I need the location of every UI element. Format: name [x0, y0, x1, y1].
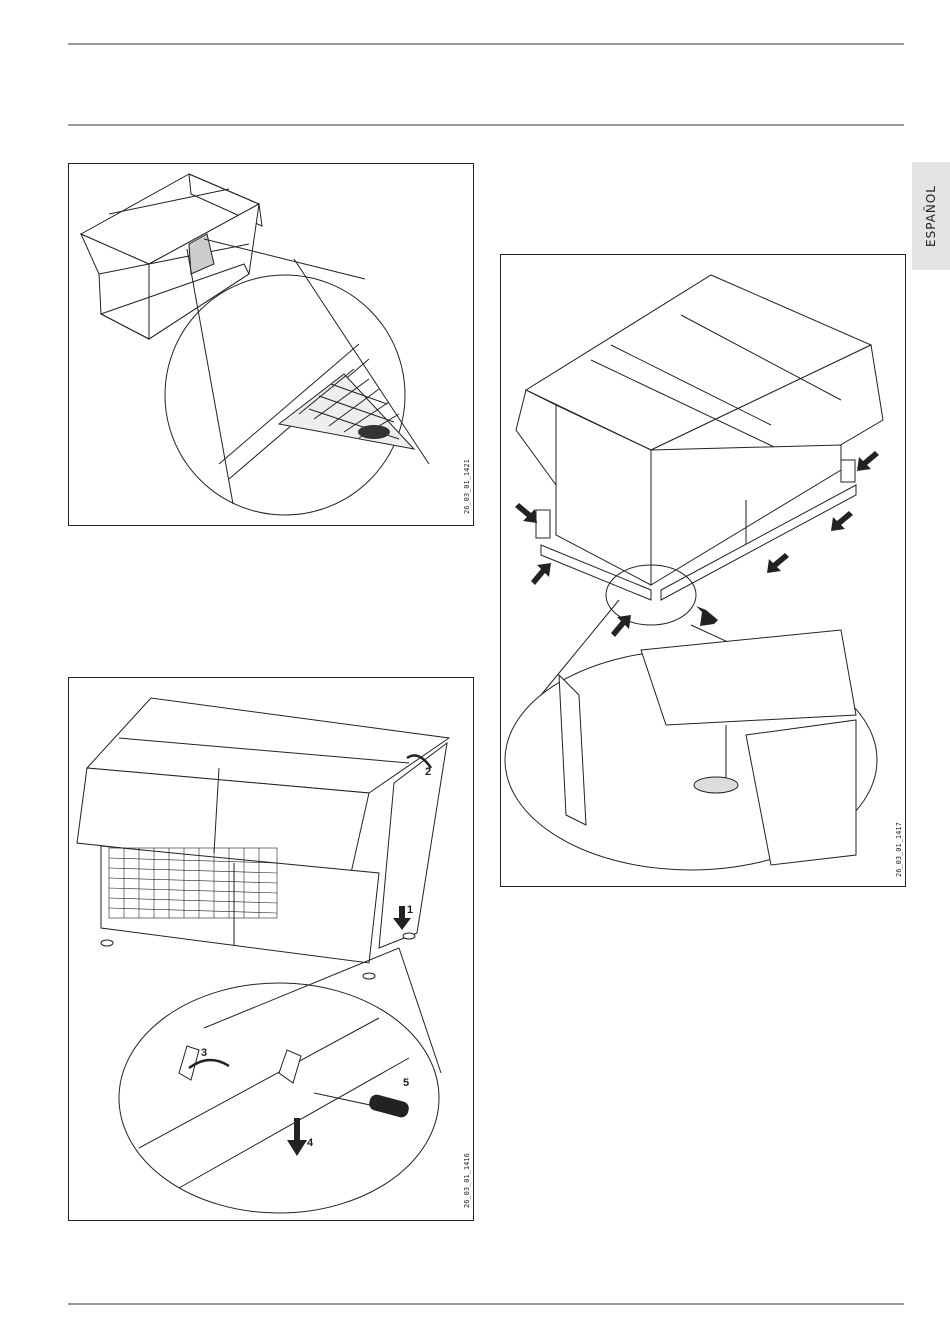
figure-1417-code: 26_03_01_1417: [895, 822, 903, 877]
figure-1417-drawing: [501, 255, 905, 886]
language-tab-label: ESPAÑOL: [924, 185, 938, 247]
footer-rule: [68, 1303, 904, 1305]
header-rule-top: [68, 43, 904, 45]
figure-1421-code: 26_03_01_1421: [463, 459, 471, 514]
figure-1421: 26_03_01_1421: [68, 163, 474, 526]
figure-1421-drawing: [69, 164, 473, 525]
callout-5: 5: [403, 1077, 409, 1089]
figure-1417: 26_03_01_1417: [500, 254, 906, 887]
callout-1: 1: [407, 904, 413, 916]
header-rule-bottom: [68, 124, 904, 126]
figure-1416: 1 2 3 4 5 26_03_01_1416: [68, 677, 474, 1221]
callout-4: 4: [307, 1137, 314, 1149]
language-tab[interactable]: ESPAÑOL: [912, 162, 950, 270]
callout-2: 2: [425, 766, 431, 778]
callout-3: 3: [201, 1047, 207, 1059]
figure-1416-drawing: 1 2 3 4 5: [69, 678, 473, 1220]
figure-1416-code: 26_03_01_1416: [463, 1153, 471, 1208]
